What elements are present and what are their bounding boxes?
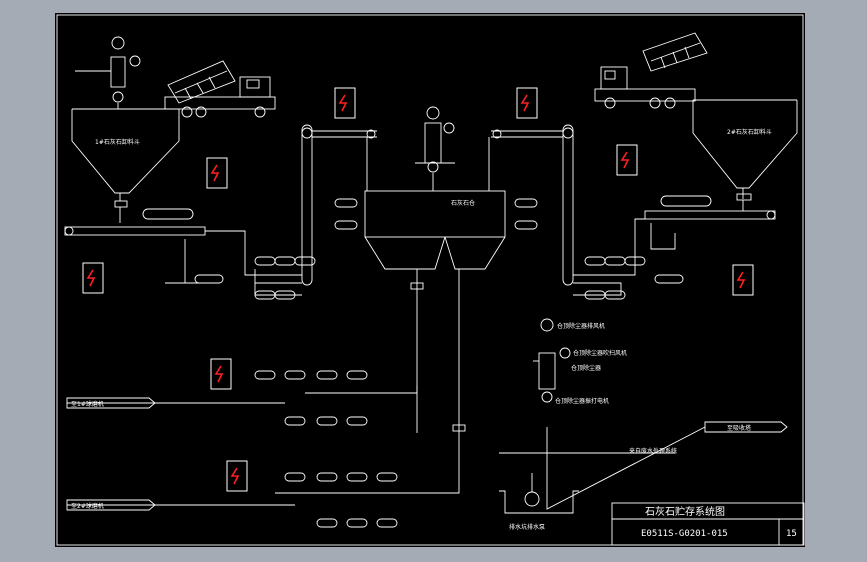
silo-label: 石灰石仓 xyxy=(451,199,475,207)
sump-pump-label: 排水坑排水泵 xyxy=(509,523,545,531)
fan-1-label: 仓顶除尘器排风机 xyxy=(557,322,605,330)
outlet-top-label: 至吸收塔 xyxy=(727,424,751,432)
limestone-silo xyxy=(364,190,506,433)
sump-pit xyxy=(499,426,706,514)
left-feed-piping xyxy=(165,230,302,296)
left-hopper-label: 1#石灰石卸料斗 xyxy=(95,138,140,146)
right-dump-truck-icon xyxy=(594,32,708,109)
silo-outlet-piping xyxy=(67,269,466,506)
right-bucket-elevator xyxy=(488,124,574,286)
sheet-number: 15 xyxy=(786,529,797,539)
right-hopper-feeder xyxy=(644,195,776,250)
vibrator-label: 仓顶除尘器振打电机 xyxy=(555,397,609,405)
left-bucket-elevator xyxy=(301,124,377,286)
outlet-left-arrows xyxy=(66,397,156,511)
dust-collector-label: 仓顶除尘器 xyxy=(571,364,601,372)
hopper-dust-unit xyxy=(75,36,141,109)
title-block xyxy=(611,502,805,546)
drawing-border xyxy=(56,14,804,546)
instrument-tags xyxy=(194,198,684,528)
right-feed-piping xyxy=(573,218,645,296)
outlet-left-1-label: 至1#球磨机 xyxy=(71,400,104,408)
process-flow-diagram: 1#石灰石卸料斗 2#石灰石卸料斗 xyxy=(56,14,805,546)
silo-top-dust-collector xyxy=(415,106,455,191)
standalone-dust-unit xyxy=(533,318,571,403)
left-hopper xyxy=(71,108,180,223)
outlet-left-2-label: 至2#球磨机 xyxy=(71,502,104,510)
outlet-top-arrow xyxy=(704,421,788,433)
right-hopper-label: 2#石灰石卸料斗 xyxy=(727,128,772,136)
fan-2-label: 仓顶除尘器吹扫风机 xyxy=(573,349,627,357)
left-hopper-feeder xyxy=(64,208,206,236)
outlet-mid-label: 来自废水处理系统 xyxy=(629,447,677,455)
left-dump-truck-icon xyxy=(164,60,276,118)
control-panel-icons xyxy=(82,87,754,492)
drawing-title: 石灰石贮存系统图 xyxy=(645,505,725,518)
right-hopper xyxy=(692,99,798,211)
drawing-number: E0511S-G0201-015 xyxy=(641,529,728,539)
drawing-sheet: 1#石灰石卸料斗 2#石灰石卸料斗 xyxy=(55,13,805,547)
